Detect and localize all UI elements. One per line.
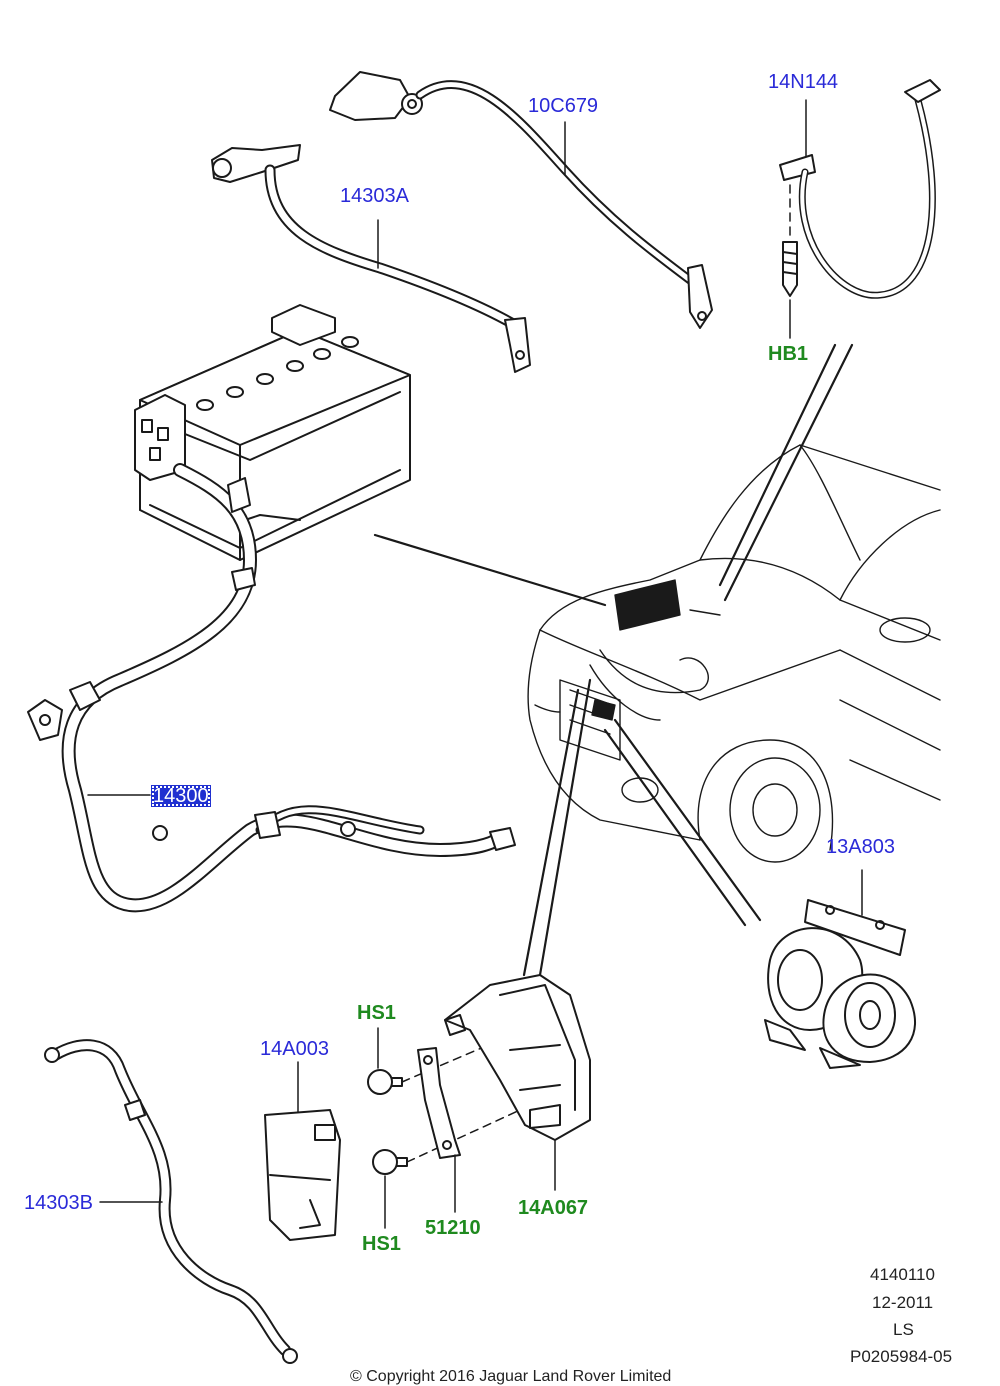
cable-10C679 [329, 71, 713, 329]
label-14A067[interactable]: 14A067 [518, 1197, 589, 1219]
vehicle [527, 444, 941, 863]
label-10C679[interactable]: 10C679 [528, 95, 599, 117]
label-14303B[interactable]: 14303B [24, 1192, 93, 1214]
module-14A003 [264, 1061, 341, 1241]
label-HS1-bottom[interactable]: HS1 [362, 1233, 401, 1255]
label-14N144[interactable]: 14N144 [768, 71, 839, 93]
label-13A803[interactable]: 13A803 [826, 836, 895, 858]
part-reference: P0205984-05 [850, 1347, 953, 1366]
label-51210[interactable]: 51210 [425, 1217, 481, 1239]
cable-14303B [44, 1039, 298, 1364]
illustration-number: 4140110 [870, 1265, 935, 1284]
illustration-date: 12-2011 [872, 1293, 934, 1312]
copyright-notice: © Copyright 2016 Jaguar Land Rover Limit… [350, 1368, 672, 1385]
battery [134, 304, 411, 561]
ground-strap-14N144 [779, 79, 941, 339]
label-14A003[interactable]: 14A003 [260, 1038, 329, 1060]
illustration-initials: LS [893, 1320, 914, 1339]
leader-lines [373, 343, 854, 977]
label-HB1[interactable]: HB1 [768, 343, 809, 365]
horn-13A803 [764, 869, 916, 1069]
label-HS1-top[interactable]: HS1 [357, 1002, 396, 1024]
label-14300[interactable]: 14300 [151, 785, 211, 807]
cable-14300 [27, 463, 516, 913]
label-14303A[interactable]: 14303A [340, 185, 409, 207]
fuse-box-assembly [367, 974, 591, 1229]
cable-14303A [211, 144, 531, 373]
